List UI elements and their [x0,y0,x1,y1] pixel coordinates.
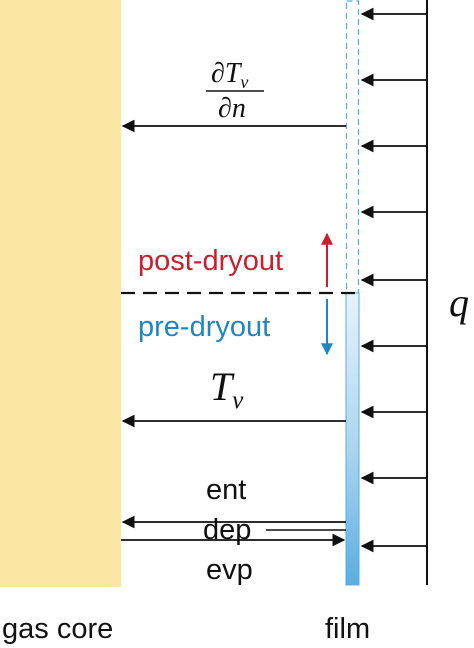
pre-dryout-label: pre-dryout [138,311,270,343]
gradient-numerator: ∂Tv [211,58,248,92]
ent-label: ent [206,474,246,506]
mass-exchange-arrows [121,515,346,547]
film-dry-region [345,0,360,294]
film-label: film [325,613,370,645]
heat-flux-arrows [360,7,427,553]
heat-flux-label: q [449,280,469,325]
post-dryout-label: post-dryout [138,245,283,277]
gradient-denominator: ∂n [218,93,246,124]
evp-label: evp [206,554,253,586]
vapor-temperature-main: T [210,364,235,409]
gradient-label: ∂Tv ∂n [206,58,264,124]
gas-core-region [0,0,121,587]
gradient-numerator-main: ∂T [211,58,243,89]
film-wet-region [345,292,360,586]
vapor-temperature-label: Tv [210,364,244,414]
gas-core-label: gas core [2,613,113,645]
vapor-temperature-subscript: v [232,387,244,414]
gradient-numerator-subscript: v [240,72,248,92]
dep-label: dep [203,514,251,546]
